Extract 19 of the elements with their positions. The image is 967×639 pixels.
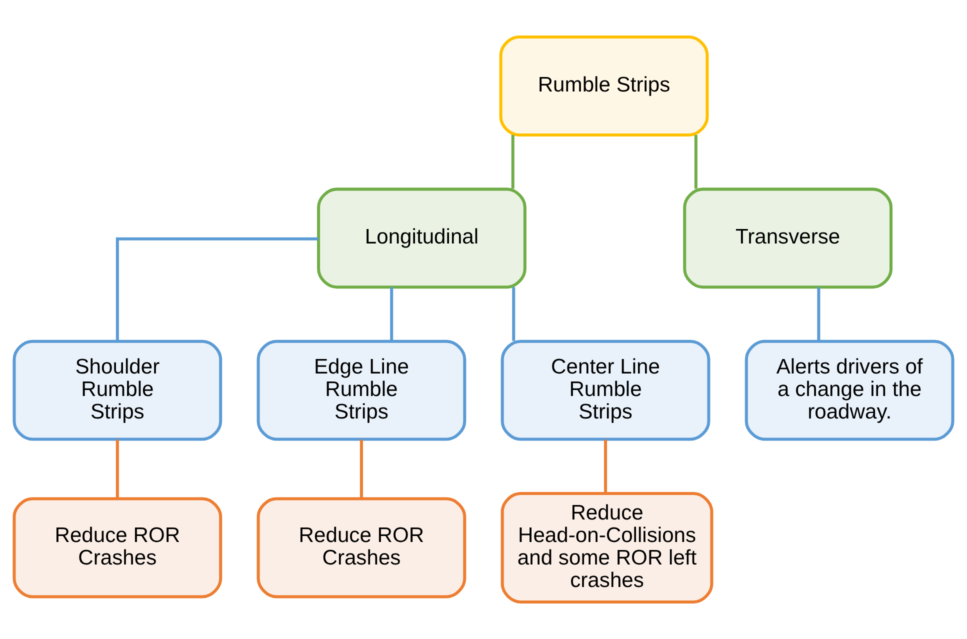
node-box: Alerts drivers of a change in the roadway. bbox=[744, 340, 954, 441]
node-box: Rumble Strips bbox=[499, 36, 709, 136]
connector bbox=[512, 287, 516, 341]
node-box: Shoulder Rumble Strips bbox=[12, 340, 222, 441]
connector bbox=[694, 134, 698, 189]
node-box: Center Line Rumble Strips bbox=[500, 340, 710, 441]
connector bbox=[360, 440, 363, 499]
node-box: Longitudinal bbox=[317, 188, 526, 289]
node-box: Reduce ROR Crashes bbox=[256, 497, 466, 598]
connector bbox=[511, 134, 514, 189]
node-box: Reduce Head-on-Collisions and some ROR left crashes bbox=[500, 492, 714, 604]
node-box: Edge Line Rumble Strips bbox=[256, 340, 466, 441]
connector bbox=[116, 440, 119, 499]
node-box: Reduce ROR Crashes bbox=[12, 497, 222, 598]
node-box: Transverse bbox=[683, 188, 893, 289]
connector bbox=[604, 440, 608, 494]
connector bbox=[817, 287, 820, 341]
connector bbox=[390, 287, 394, 341]
connector bbox=[116, 237, 318, 342]
